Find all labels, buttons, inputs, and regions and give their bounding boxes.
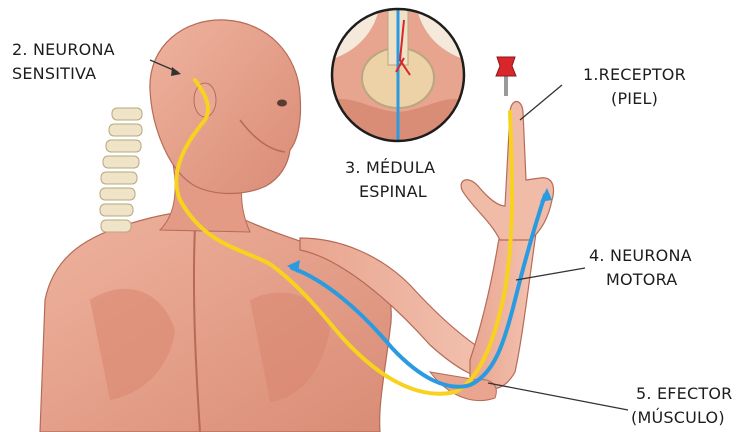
label-line: 1.RECEPTOR (583, 63, 686, 87)
label-line: 5. EFECTOR (636, 382, 732, 406)
label-line: 4. NEURONA (589, 244, 692, 268)
label-line: SENSITIVA (12, 62, 115, 86)
label-spinal-cord: 3. MÉDULA ESPINAL (345, 156, 435, 204)
eye (277, 100, 287, 107)
pin-icon (496, 57, 516, 96)
label-motor-neuron: 4. NEURONA MOTORA (589, 244, 692, 292)
hand (461, 102, 553, 241)
leader-line-receptor (520, 85, 562, 120)
label-line: ESPINAL (345, 180, 435, 204)
label-line: (PIEL) (583, 87, 686, 111)
label-line: MOTORA (589, 268, 692, 292)
label-line: 2. NEURONA (12, 38, 115, 62)
leader-line-effector (488, 383, 628, 410)
head (150, 20, 301, 194)
label-line: (MÚSCULO) (631, 406, 732, 430)
label-receptor: 1.RECEPTOR (PIEL) (583, 63, 686, 111)
spinal-cord-inset (330, 5, 466, 150)
label-sensory-neuron: 2. NEURONA SENSITIVA (12, 38, 115, 86)
vertebral-column (100, 108, 142, 232)
label-line: 3. MÉDULA (345, 156, 435, 180)
label-effector: 5. EFECTOR (MÚSCULO) (636, 382, 732, 430)
